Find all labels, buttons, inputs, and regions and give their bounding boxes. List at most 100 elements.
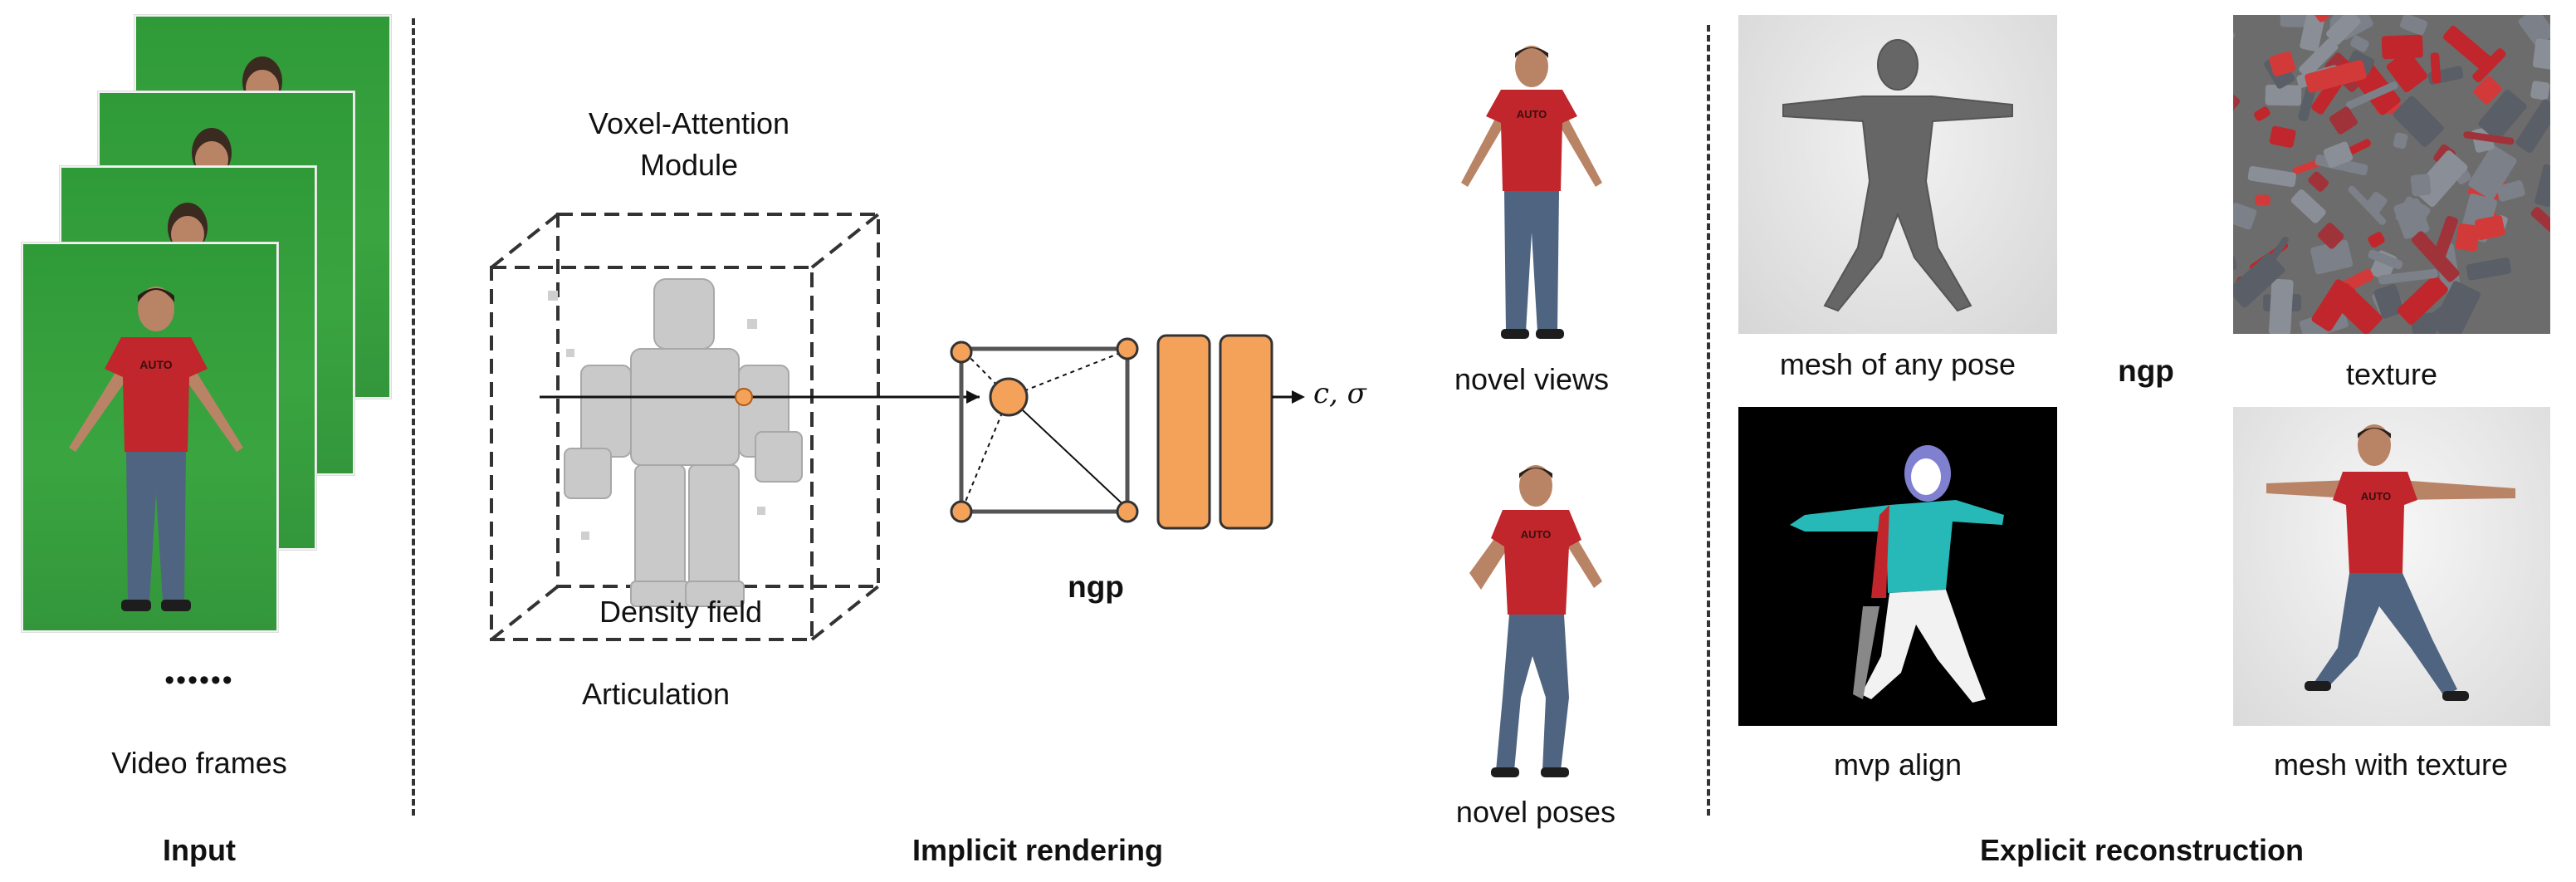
module-title-line2: Module (639, 148, 739, 182)
texture-patch (2411, 231, 2460, 282)
svg-text:AUTO: AUTO (1517, 108, 1547, 120)
density-field-label: Density field (599, 595, 763, 629)
texture-patch (2381, 34, 2423, 60)
texture-patch (2329, 106, 2358, 135)
texture-patch (2463, 131, 2515, 145)
texture-patch (2326, 15, 2361, 45)
novel-poses-caption: novel poses (1455, 795, 1616, 829)
texture-patch (2350, 35, 2369, 52)
novel-views-caption: novel views (1454, 362, 1610, 396)
texture-patch (2368, 249, 2403, 270)
mesh-with-texture-image: AUTO (2233, 407, 2550, 726)
texture-patch (2393, 96, 2444, 147)
interpolated-node (989, 377, 1029, 417)
texture-patch (2365, 192, 2388, 214)
texture-patch (2269, 51, 2296, 76)
texture-patch (2233, 71, 2241, 118)
novel-pose-render: AUTO (1444, 448, 1627, 789)
texture-patch (2378, 268, 2438, 285)
texture-patch (2496, 180, 2525, 202)
frames-ellipsis: •••••• (164, 664, 234, 696)
texture-patch (2530, 81, 2550, 100)
mesh-any-pose-caption: mesh of any pose (1779, 347, 2016, 381)
texture-patch (2345, 81, 2398, 110)
texture-atlas-pattern (2233, 15, 2550, 334)
module-title-line1: Voxel-Attention (588, 106, 790, 140)
texture-patch (2299, 38, 2339, 78)
output-symbol: c, σ (1313, 377, 1366, 410)
texture-patch (2233, 255, 2237, 272)
voxel-specks (548, 291, 765, 540)
texture-patch (2368, 232, 2385, 248)
video-frame-1: AUTO (22, 243, 278, 632)
grid-corner-node (950, 500, 973, 523)
divider-explicit (1707, 25, 1710, 816)
sample-point (735, 388, 753, 406)
input-section-title: Input (163, 833, 236, 867)
texture-patch (2455, 223, 2481, 252)
texture-patch (2269, 125, 2296, 148)
texture-patch (2478, 90, 2527, 141)
grid-corner-node (1116, 337, 1139, 360)
output-arrow (1272, 390, 1305, 404)
svg-text:AUTO: AUTO (139, 358, 173, 371)
texture-patch (2518, 15, 2550, 47)
texture-patch (2515, 99, 2550, 153)
texture-patch (2300, 15, 2328, 51)
texture-patch (2432, 281, 2481, 334)
mvp-align-image (1738, 407, 2057, 726)
texture-patch (2255, 194, 2270, 206)
mlp-block-1 (1156, 334, 1211, 530)
ngp-label-explicit: ngp (2118, 354, 2174, 388)
texture-patch (2399, 15, 2427, 36)
texture-patch (2410, 174, 2432, 197)
mesh-any-pose-image (1738, 15, 2057, 334)
texture-patch (2530, 207, 2550, 246)
implicit-section-title: Implicit rendering (912, 833, 1164, 867)
density-field-figure (564, 278, 803, 607)
texture-patch (2433, 215, 2458, 259)
texture-patch (2386, 50, 2427, 93)
texture-patch (2280, 15, 2310, 27)
texture-patch (2269, 278, 2294, 334)
actor-full-body-icon: AUTO (69, 287, 243, 611)
texture-patch (2393, 132, 2408, 149)
texture-patch (2306, 15, 2329, 22)
texture-patch (2473, 76, 2502, 105)
mvp-align-caption: mvp align (1833, 747, 1963, 782)
texture-patch (2290, 189, 2326, 223)
grid-corner-node (950, 341, 973, 364)
video-frames-caption: Video frames (111, 746, 287, 780)
texture-patch (2393, 198, 2430, 239)
explicit-section-title: Explicit reconstruction (1979, 833, 2305, 867)
texture-patch (2430, 52, 2442, 84)
mesh-with-texture-caption: mesh with texture (2273, 747, 2509, 782)
texture-patch (2260, 236, 2289, 275)
texture-patch (2475, 215, 2505, 241)
texture-patch (2468, 145, 2517, 200)
texture-caption: texture (2345, 357, 2438, 391)
texture-patch (2466, 257, 2512, 281)
voxel-cube (490, 213, 880, 641)
ngp-label-implicit: ngp (1068, 570, 1124, 604)
svg-text:AUTO: AUTO (2361, 490, 2392, 502)
texture-patch (2373, 283, 2405, 319)
texture-patch (2310, 239, 2354, 275)
texture-patch (2265, 84, 2302, 106)
svg-text:AUTO: AUTO (1521, 528, 1552, 541)
hash-grid-cell (950, 337, 1139, 523)
texture-patch (2305, 60, 2367, 93)
texture-patch (2323, 141, 2354, 169)
grid-corner-node (1116, 500, 1139, 523)
texture-patch (2233, 203, 2257, 230)
texture-patch (2317, 223, 2344, 249)
texture-patch (2254, 106, 2270, 121)
texture-patch (2472, 48, 2506, 83)
texture-patch (2397, 275, 2448, 325)
novel-view-render: AUTO (1436, 25, 1627, 349)
sample-ray (540, 390, 980, 404)
divider-input (412, 18, 415, 816)
texture-patch (2308, 171, 2329, 192)
texture-patch (2311, 279, 2356, 331)
